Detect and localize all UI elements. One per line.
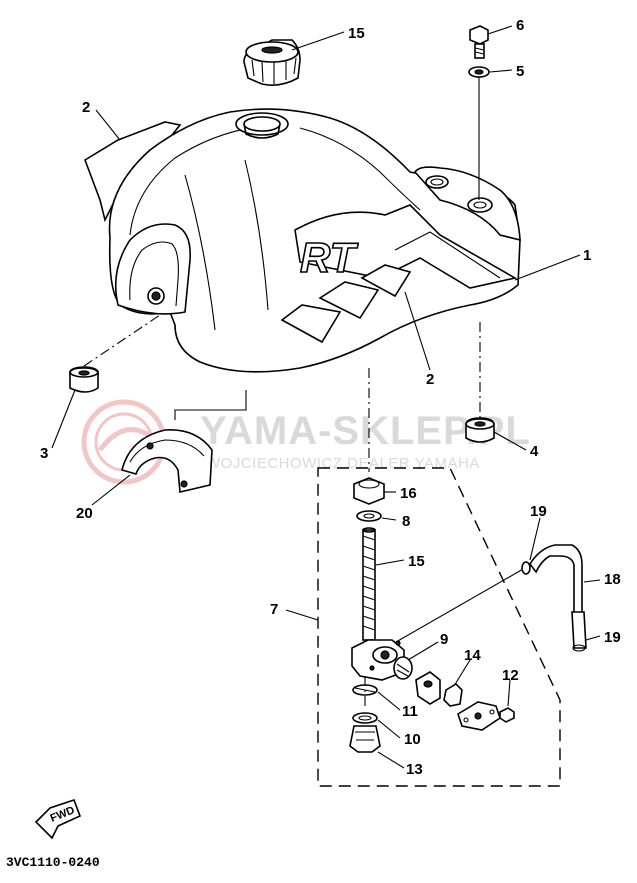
- fuel-cap: [243, 39, 301, 86]
- bracket: [121, 390, 247, 493]
- callout-5: 5: [516, 63, 524, 80]
- callout-19-top: 19: [530, 503, 547, 520]
- damper-rubber: [68, 314, 161, 393]
- screw: [499, 707, 515, 723]
- lever: [415, 671, 441, 705]
- assembly-boundary: [317, 467, 561, 787]
- watermark-subtitle: WOJCIECHOWICZ DEALER YAMAHA: [206, 455, 480, 472]
- callout-numbers: 15 6 5 2 1 2 3 4 20 16 8 15 7 9 14 12 11…: [40, 17, 621, 778]
- tank-logo: RT: [300, 234, 359, 281]
- spring-plate: [443, 682, 463, 707]
- callout-15: 15: [408, 553, 425, 570]
- drawing-code: 3VC1110-0240: [6, 855, 100, 870]
- sediment-cup: [349, 725, 381, 753]
- callout-7: 7: [270, 601, 278, 618]
- callout-18: 18: [604, 571, 621, 588]
- callout-2-top: 2: [82, 99, 90, 116]
- callout-3: 3: [40, 445, 48, 462]
- callout-6: 6: [516, 17, 524, 34]
- fwd-arrow-icon: FWD: [34, 798, 82, 840]
- o-ring: [356, 510, 382, 522]
- callout-20: 20: [76, 505, 93, 522]
- callout-4: 4: [530, 443, 539, 460]
- callout-11: 11: [402, 703, 418, 720]
- callout-17: 15: [348, 25, 365, 42]
- bolt-and-washer: [468, 25, 490, 200]
- callout-14: 14: [464, 647, 481, 664]
- callout-1: 1: [583, 247, 591, 264]
- callout-13: 13: [406, 761, 423, 778]
- callout-2-decal: 2: [426, 371, 434, 388]
- callout-12: 12: [502, 667, 519, 684]
- callout-16: 16: [400, 485, 417, 502]
- fuel-tank: RT: [84, 108, 521, 373]
- nut: [353, 477, 385, 505]
- callout-10: 10: [404, 731, 421, 748]
- fuel-hose: [521, 544, 587, 652]
- leader-lines: [51, 25, 601, 769]
- hose-clip-lower: [571, 611, 587, 649]
- callout-19-bottom: 19: [604, 629, 621, 646]
- callout-8: 8: [402, 513, 410, 530]
- cup-gasket: [352, 712, 378, 724]
- callout-9: 9: [440, 631, 448, 648]
- hose-clip-upper: [521, 561, 531, 575]
- front-damper: [465, 322, 495, 443]
- fuel-cock-assembly: [317, 368, 561, 787]
